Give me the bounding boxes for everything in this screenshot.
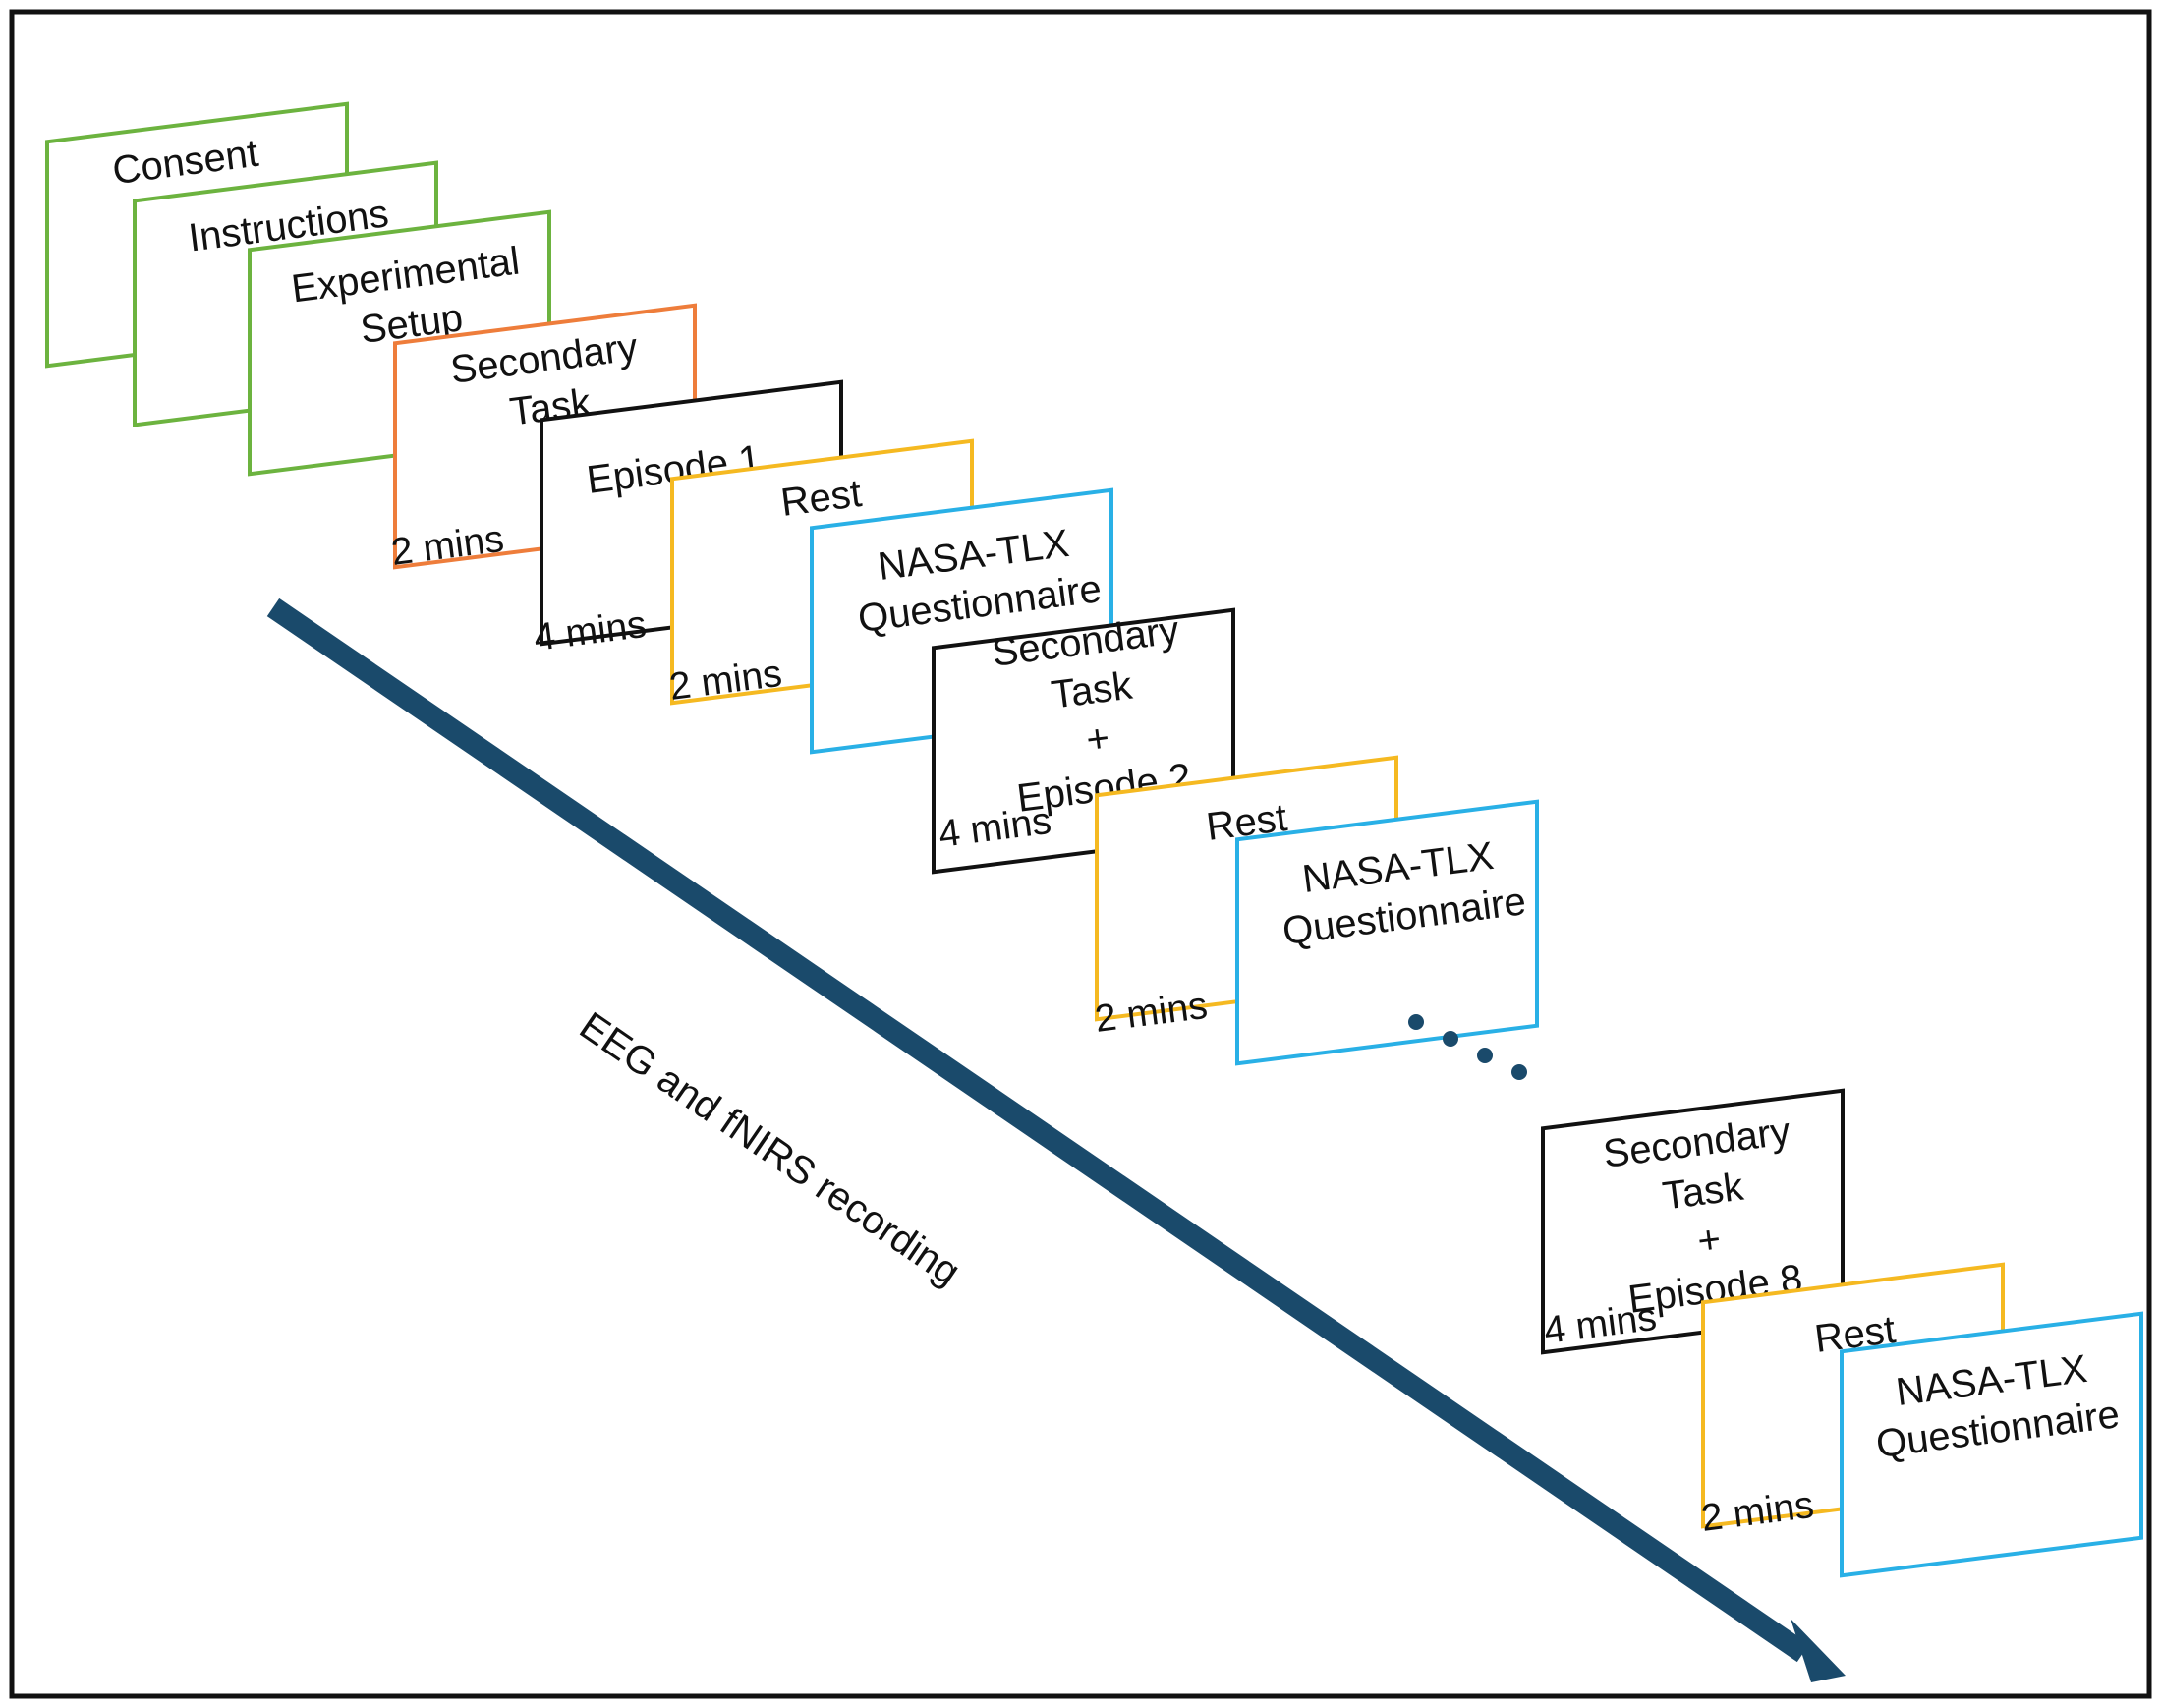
cards-layer: ConsentInstructionsExperimentalSetupSeco… (45, 101, 2143, 1578)
ellipsis-dot (1477, 1048, 1493, 1063)
arrow-shaft (266, 598, 1810, 1663)
card-label-line: Task (1049, 663, 1135, 716)
card-box (1840, 1311, 2143, 1578)
card-label-line: Task (1660, 1165, 1746, 1218)
card-label-line: Rest (778, 472, 864, 525)
timeline-arrow (266, 598, 1846, 1682)
ellipsis-dots (1408, 1014, 1527, 1080)
card-nasa-tlx-2: NASA-TLXQuestionnaire (1235, 799, 1539, 1066)
card-box (1235, 799, 1539, 1066)
ellipsis-dot (1511, 1064, 1527, 1080)
ellipsis-dot (1408, 1014, 1424, 1030)
card-label-line: + (1695, 1218, 1724, 1264)
card-nasa-tlx-8: NASA-TLXQuestionnaire (1840, 1311, 2143, 1578)
ellipsis-dot (1443, 1031, 1458, 1047)
card-box (1541, 1088, 1845, 1355)
card-label-line: + (1084, 716, 1112, 763)
card-label: Rest (778, 472, 864, 525)
arrow-head (1791, 1619, 1846, 1682)
